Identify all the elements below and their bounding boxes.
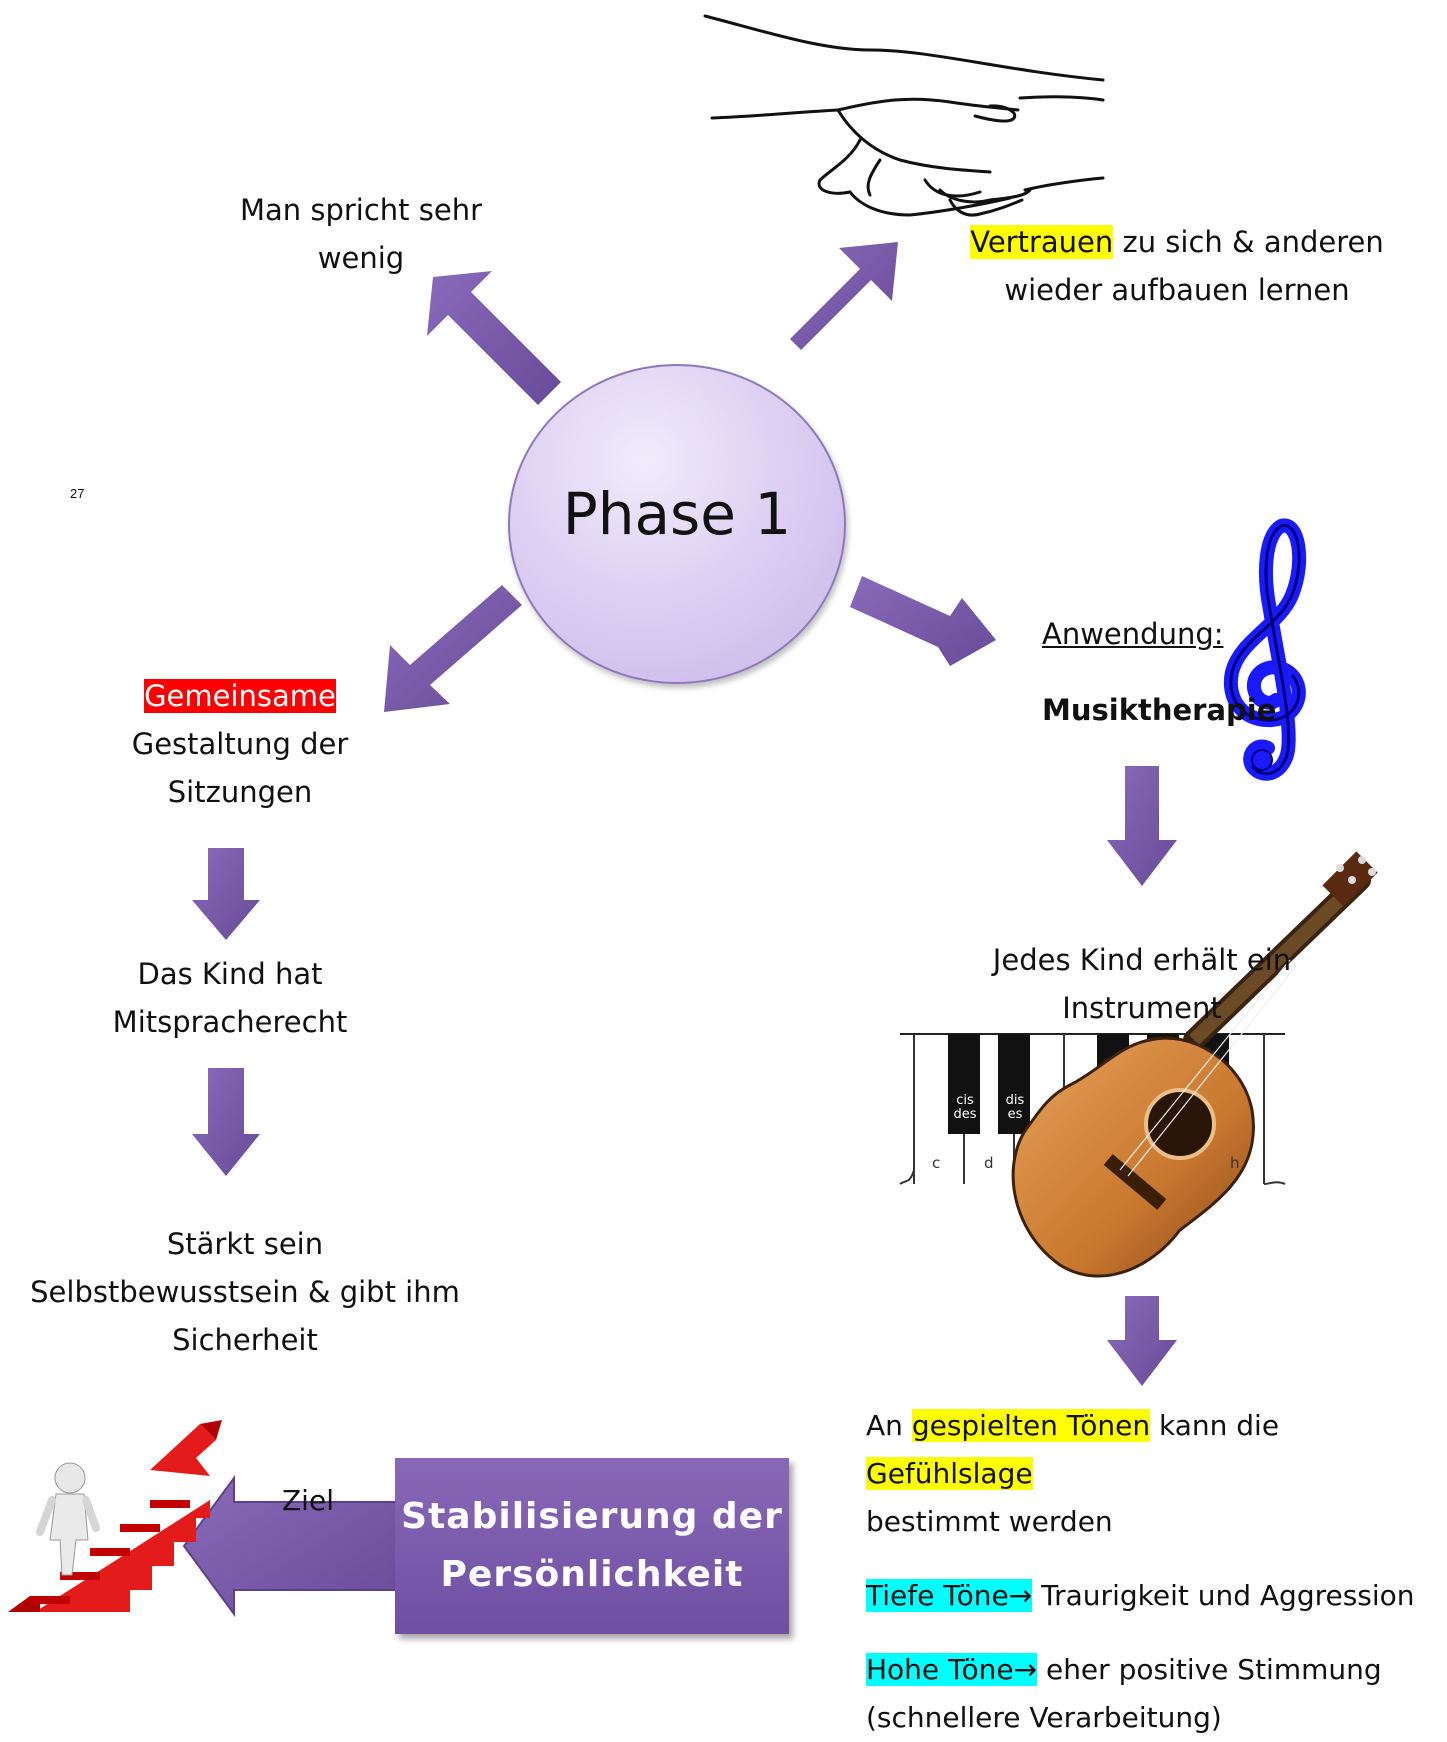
arrow-down-right-1 xyxy=(1107,766,1177,886)
anwendung-label: Anwendung: xyxy=(1042,617,1224,651)
tones-text: An gespielten Tönen kann die Gefühlslage… xyxy=(866,1402,1446,1742)
diagram-graphics xyxy=(8,14,1378,1618)
guitar-icon xyxy=(1011,851,1378,1278)
branch-top-right-line2: wieder aufbauen lernen xyxy=(1004,273,1350,307)
tones-line-1: An gespielten Tönen kann die Gefühlslage xyxy=(866,1409,1280,1490)
vertrauen-highlight: Vertrauen xyxy=(970,225,1114,259)
tones-high: Hohe Töne→ eher positive Stimmung xyxy=(866,1653,1382,1686)
handshake-icon xyxy=(703,14,1105,217)
phase-title: Phase 1 xyxy=(562,480,792,548)
arrow-bottom-right xyxy=(850,576,996,666)
arrow-bottom-left xyxy=(384,585,522,712)
arrow-top-left xyxy=(427,271,561,405)
white-key-label-d: d xyxy=(984,1154,994,1172)
page-number: 27 xyxy=(70,486,85,501)
white-key-label-h: h xyxy=(1230,1154,1240,1172)
branch-top-right-line1: zu sich & anderen xyxy=(1113,225,1384,259)
phase-circle: Phase 1 xyxy=(508,364,846,684)
tones-line-2: bestimmt werden xyxy=(866,1505,1113,1538)
arrow-down-right-2 xyxy=(1107,1296,1177,1386)
arrow-goal xyxy=(182,1474,403,1618)
branch-top-left: Man spricht sehr wenig xyxy=(230,186,492,282)
branch-top-right: Vertrauen zu sich & anderen wieder aufba… xyxy=(956,218,1398,314)
goal-box: Stabilisierung der Persönlichkeit xyxy=(395,1458,789,1634)
arrow-down-left-1 xyxy=(192,848,260,940)
branch-bottom-left-line2: Sitzungen xyxy=(167,775,313,809)
branch-top-left-line1: Man spricht sehr xyxy=(239,193,483,227)
goal-label: Ziel xyxy=(282,1484,334,1517)
left-chain-step-1: Das Kind hat Mitspracherecht xyxy=(112,957,348,1039)
branch-bottom-left-line1: Gestaltung der xyxy=(131,727,349,761)
instrument-text: Jedes Kind erhält ein Instrument xyxy=(992,943,1292,1025)
left-chain-step-2: Stärkt sein Selbstbewusstsein & gibt ihm… xyxy=(30,1227,460,1357)
musiktherapie-label: Musiktherapie xyxy=(1042,693,1277,727)
tones-low: Tiefe Töne→ Traurigkeit und Aggression xyxy=(866,1579,1415,1612)
treble-clef-icon xyxy=(1223,518,1307,781)
stairs-figure-icon xyxy=(8,1420,222,1612)
branch-top-left-line2: wenig xyxy=(317,241,405,275)
tones-high-line-2: (schnellere Verarbeitung) xyxy=(866,1701,1222,1734)
gemeinsame-highlight: Gemeinsame xyxy=(144,679,336,713)
arrow-top-right xyxy=(790,242,898,350)
branch-bottom-left: Gemeinsame Gestaltung der Sitzungen xyxy=(100,672,380,816)
arrow-down-left-2 xyxy=(192,1068,260,1176)
white-key-label-c: c xyxy=(932,1154,941,1172)
